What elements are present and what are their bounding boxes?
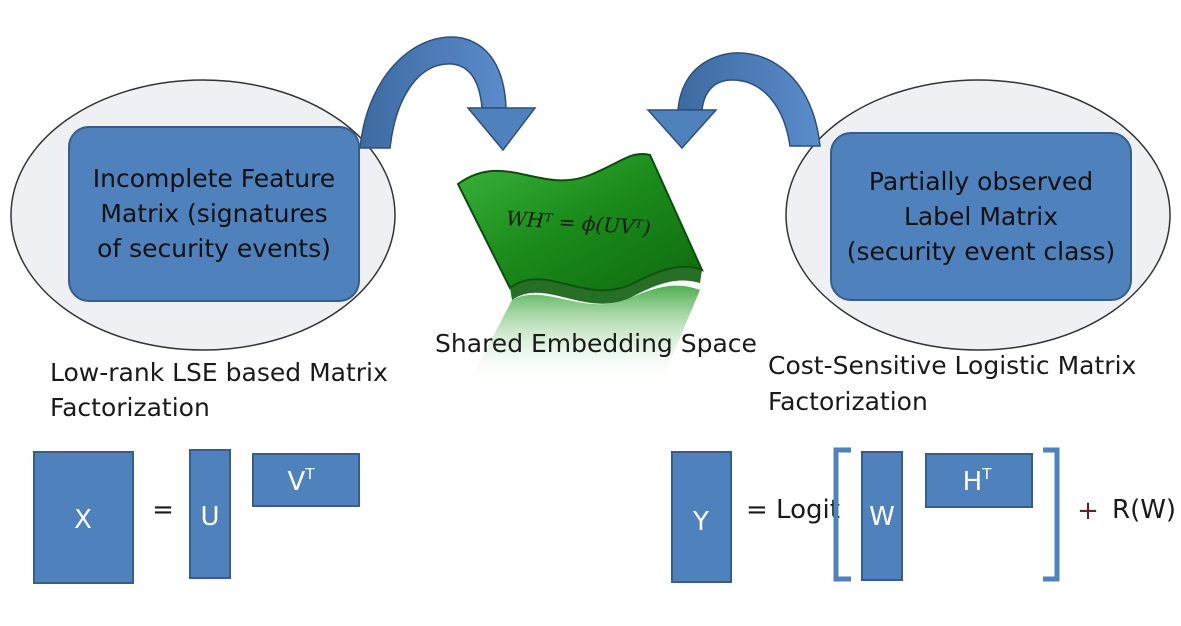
right-box-line-1: Partially observed: [869, 167, 1093, 196]
u-matrix: [189, 449, 231, 579]
right-bracket: [1043, 447, 1060, 582]
incomplete-feature-matrix-box: [68, 126, 360, 302]
v-transpose-matrix: [252, 453, 360, 507]
u-matrix-label: U: [200, 502, 219, 532]
right-caption-line-1: Cost-Sensitive Logistic Matrix: [768, 351, 1136, 380]
y-matrix: [671, 451, 732, 583]
shared-embedding-wave: WHᵀ = ϕ(UVᵀ): [456, 152, 704, 304]
right-curved-arrow: [646, 52, 821, 150]
left-equals-sign: =: [152, 495, 174, 525]
left-curved-arrow: [359, 36, 537, 152]
h-transpose-label: HT: [963, 465, 993, 497]
left-caption-line-2: Factorization: [50, 393, 210, 422]
h-transpose-matrix: [925, 453, 1033, 508]
w-matrix: [861, 451, 903, 581]
left-box-line-3: of security events): [97, 234, 331, 263]
y-matrix-label: Y: [692, 507, 709, 537]
right-box-line-2: Label Matrix: [904, 202, 1058, 231]
left-box-line-1: Incomplete Feature: [93, 164, 335, 193]
logit-label: = Logit: [746, 495, 840, 525]
w-matrix-label: W: [869, 502, 895, 532]
shared-embedding-caption: Shared Embedding Space: [435, 329, 757, 358]
wave-reflection: [468, 285, 700, 385]
regularizer-label: R(W): [1112, 495, 1176, 525]
plus-sign: +: [1077, 496, 1099, 526]
x-matrix: [33, 451, 134, 584]
left-caption-line-1: Low-rank LSE based Matrix: [50, 358, 388, 387]
left-box-line-2: Matrix (signatures: [100, 199, 327, 228]
v-transpose-label: VT: [288, 465, 316, 497]
x-matrix-label: X: [74, 505, 92, 535]
partially-observed-label-matrix-box: [830, 132, 1132, 301]
right-box-line-3: (security event class): [847, 237, 1115, 266]
right-caption-line-2: Factorization: [768, 387, 928, 416]
left-bracket: [833, 447, 851, 582]
